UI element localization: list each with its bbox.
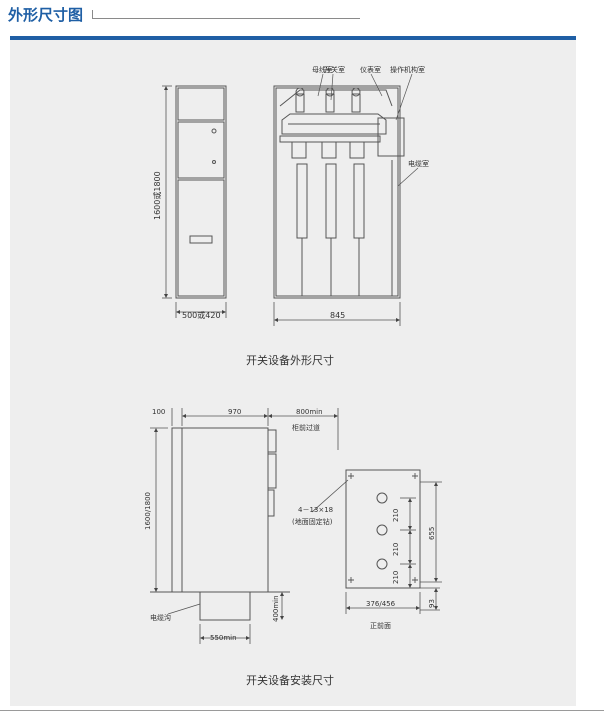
front-width-label: 500或420 [182,310,221,320]
dim-height-2: 1600/1800 [144,492,152,530]
leader-lines [317,73,419,187]
switch-room-label: 开关室 [324,65,345,74]
dim-550: 550min [210,634,237,642]
side-section [273,85,405,299]
busbar-room-label: 母线室 [312,65,333,74]
dim-210-b: 210 [392,543,400,556]
caption-dimensions: 开关设备外形尺寸 [246,353,334,367]
front-view [175,85,227,299]
title-underline [92,18,360,19]
install-side-view [150,427,290,621]
install-side-dimensions [150,408,339,644]
anchor-bolt-marks [348,473,418,583]
section-bar [10,36,576,40]
dim-210-a: 210 [392,509,400,522]
dim-93: 93 [428,599,436,608]
side-depth-label: 845 [330,311,345,320]
front-face-label: 正前面 [370,621,391,630]
drawing-panel [10,40,576,706]
dim-210-c: 210 [392,571,400,584]
mechanism-room-label: 操作机构室 [390,65,425,74]
foundation-dimensions [311,479,442,614]
caption-installation: 开关设备安装尺寸 [246,673,334,687]
page-title: 外形尺寸图 [8,6,84,24]
dim-800: 800min [296,408,323,416]
dim-400: 400min [272,595,280,622]
front-view-dimensions [162,85,227,318]
instrument-room-label: 仪表室 [360,65,381,74]
bolt-spec: 4－13×18 [298,506,333,514]
dim-100: 100 [152,408,165,416]
bolt-note: (地面固定钻) [292,517,333,526]
title-underline-tick [92,10,93,18]
dim-970: 970 [228,408,241,416]
dim-655: 655 [428,527,436,540]
cable-trench-label: 电缆沟 [150,613,171,622]
dim-376-456: 376/456 [366,600,396,608]
front-height-label: 1600或1800 [152,171,162,220]
foundation-plan [345,469,421,589]
bottom-divider [0,710,604,711]
cable-room-label: 电缆室 [408,159,429,168]
side-dimensions [273,302,401,326]
aisle-label: 柜前过道 [292,423,320,432]
